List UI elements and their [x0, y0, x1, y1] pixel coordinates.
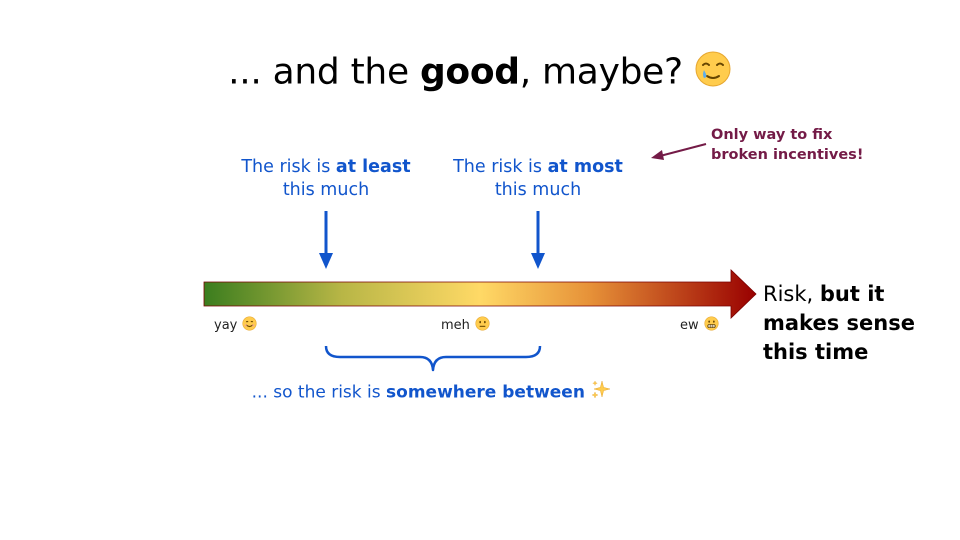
label-at-most: The risk is at most this much [438, 156, 638, 202]
annotation-arrow [651, 143, 707, 160]
risk-label-bold-2: makes sense [763, 311, 915, 335]
label-at-most-pre: The risk is [453, 157, 548, 177]
title-bold: good [419, 51, 520, 93]
tick-meh: meh [441, 316, 490, 335]
title-prefix: ... and the [228, 51, 420, 93]
label-at-most-line2: this much [494, 180, 582, 200]
tick-meh-label: meh [441, 318, 470, 333]
annotation-line2: broken incentives! [711, 147, 864, 163]
tick-yay: yay [214, 316, 257, 335]
label-at-least-pre: The risk is [241, 157, 336, 177]
label-at-least-line2: this much [282, 180, 370, 200]
risk-scale-arrow [203, 269, 757, 319]
sparkles-icon [590, 379, 612, 406]
slide-title: ... and the good, maybe? [0, 50, 960, 97]
annotation-line1: Only way to fix [711, 127, 833, 143]
risk-label-plain: Risk, [763, 282, 820, 306]
risk-label-bold-3: this time [763, 340, 869, 364]
neutral-face-icon [475, 316, 490, 335]
tick-ew: ew [680, 316, 719, 335]
annotation-note: Only way to fix broken incentives! [711, 125, 863, 165]
curly-brace [324, 345, 542, 372]
tick-ew-label: ew [680, 318, 699, 333]
risk-label-bold-1: but it [819, 282, 885, 306]
between-label: ... so the risk is somewhere between [0, 379, 864, 406]
label-at-least: The risk is at least this much [226, 156, 426, 202]
down-arrow-at-least [319, 211, 333, 269]
label-at-least-bold: at least [335, 157, 411, 177]
risk-label: Risk, but it makes sense this time [763, 280, 915, 367]
tick-yay-label: yay [214, 318, 238, 333]
between-pre: ... so the risk is [251, 382, 387, 403]
smiling-face-icon [242, 316, 257, 335]
label-at-most-bold: at most [547, 157, 623, 177]
between-bold: somewhere between [386, 382, 585, 403]
title-suffix: , maybe? [519, 51, 683, 93]
grimacing-face-icon [704, 316, 719, 335]
face-holding-back-tears-icon [694, 50, 732, 97]
down-arrow-at-most [531, 211, 545, 269]
